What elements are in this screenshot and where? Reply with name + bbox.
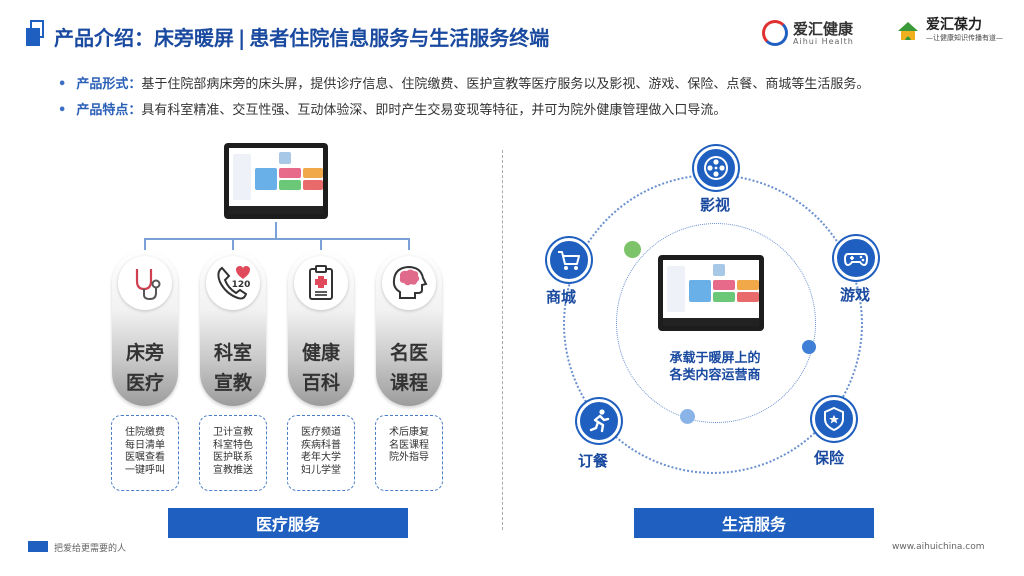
bracket-tick: [144, 238, 146, 252]
pill-line: 百科: [301, 372, 340, 394]
center-caption-line: 承载于暖屏上的: [669, 351, 761, 366]
list-item: 宣教推送: [213, 464, 253, 476]
list-item: 院外指导: [389, 452, 429, 463]
center-caption: 承载于暖屏上的 各类内容运营商: [640, 350, 790, 384]
title-separator: |: [238, 26, 246, 50]
bullet-product-features: •产品特点：具有科室精准、交互性强、互动体验深、即时产生交易变现等特征，并可为院…: [58, 103, 727, 118]
pill-department-education: 120 科室宣教: [200, 250, 266, 406]
title-accent-block: [26, 28, 40, 46]
decor-dot-blue: [802, 340, 816, 354]
aihui-baoli-logo: 爱汇葆力 —让健康知识传播有道—: [896, 18, 1003, 43]
list-box-bedside-medical: 住院缴费 每日清单 医嘱查看 一键呼叫: [111, 415, 179, 491]
inner-ring: [616, 223, 816, 423]
section-divider: [502, 150, 503, 530]
list-item: 妇儿学堂: [301, 464, 341, 476]
title-subtitle: 患者住院信息服务与生活服务终端: [249, 26, 550, 50]
bullet-label: 产品特点：: [76, 103, 142, 118]
list-item: 医护联系: [213, 452, 253, 463]
medical-clipboard-icon: [294, 256, 348, 310]
list-box-health-encyclopedia: 医疗频道 疾病科普 老年大学 妇儿学堂: [287, 415, 355, 491]
bullet-text: 基于住院部病床旁的床头屏，提供诊疗信息、住院缴费、医护宣教等医疗服务以及影视、游…: [141, 77, 870, 92]
list-item: 住院缴费: [125, 427, 165, 438]
logo1-name: 爱汇健康: [793, 19, 854, 38]
film-reel-icon: [694, 146, 738, 190]
shield-icon: [812, 397, 856, 441]
pill-line: 课程: [389, 372, 428, 394]
list-item: 卫计宣教: [213, 427, 253, 438]
bracket-stem: [275, 222, 277, 238]
footer-slogan: 把爱给更需要的人: [54, 544, 127, 554]
house-leaf-logo-icon: [898, 21, 918, 40]
pill-bedside-medical: 床旁医疗: [112, 250, 178, 406]
phone-120-icon: 120: [206, 256, 260, 310]
list-item: 一键呼叫: [125, 464, 165, 476]
list-item: 每日清单: [125, 439, 165, 451]
stethoscope-icon: [118, 256, 172, 310]
pill-line: 宣教: [213, 372, 252, 394]
decor-dot-light-blue: [680, 409, 695, 424]
bracket-tick: [232, 238, 234, 252]
pill-line: 科室: [213, 342, 252, 364]
decor-dot-green: [624, 241, 641, 258]
title-main: 产品介绍：床旁暖屏: [54, 26, 234, 50]
bracket-tick: [320, 238, 322, 252]
cart-icon: [547, 238, 591, 282]
logo1-english: Aihui Health: [793, 36, 854, 46]
bedside-screen-image: [224, 143, 328, 219]
bullet-label: 产品形式：: [76, 77, 142, 92]
gamepad-icon: [834, 236, 878, 280]
life-service-label: 生活服务: [634, 508, 874, 538]
bullet-text: 具有科室精准、交互性强、互动体验深、即时产生交易变现等特征，并可为院外健康管理做…: [141, 103, 727, 118]
medical-service-label: 医疗服务: [168, 508, 408, 538]
logo2-name: 爱汇葆力: [926, 17, 982, 33]
list-item: 疾病科普: [301, 439, 341, 451]
node-label-movies: 影视: [700, 196, 731, 214]
pill-line: 健康: [301, 342, 340, 364]
list-item: 术后康复: [389, 427, 429, 438]
aihui-logo-mark-icon: [762, 20, 788, 46]
footer-accent: [28, 541, 48, 552]
bracket-tick: [408, 238, 410, 252]
badge-120: 120: [232, 280, 251, 290]
node-label-mall: 商城: [546, 288, 577, 306]
bedside-screen-center-image: [658, 255, 764, 331]
list-box-department-education: 卫计宣教 科室特色 医护联系 宣教推送: [199, 415, 267, 491]
brain-head-icon: [382, 256, 436, 310]
runner-icon: [577, 399, 621, 443]
list-item: 科室特色: [213, 439, 253, 451]
list-item: 医嘱查看: [125, 452, 165, 463]
pill-line: 名医: [389, 342, 428, 364]
bullet-product-form: •产品形式：基于住院部病床旁的床头屏，提供诊疗信息、住院缴费、医护宣教等医疗服务…: [58, 77, 870, 92]
footer-url: www.aihuichina.com: [892, 542, 985, 552]
pill-famous-doctor-course: 名医课程: [376, 250, 442, 406]
list-box-famous-doctor-course: 术后康复 名医课程 院外指导: [375, 415, 443, 491]
bracket-bar: [144, 238, 410, 240]
list-item: 医疗频道: [301, 427, 341, 438]
list-item: 名医课程: [389, 439, 429, 451]
pill-health-encyclopedia: 健康百科: [288, 250, 354, 406]
logo2-tagline: —让健康知识传播有道—: [926, 34, 1003, 42]
node-label-games: 游戏: [840, 286, 871, 304]
page-title: 产品介绍：床旁暖屏|患者住院信息服务与生活服务终端: [54, 22, 549, 51]
center-caption-line: 各类内容运营商: [669, 368, 761, 383]
pill-line: 医疗: [125, 372, 164, 394]
node-label-meal-order: 订餐: [578, 452, 609, 470]
node-label-insurance: 保险: [814, 449, 845, 467]
aihui-health-logo: 爱汇健康 Aihui Health: [762, 20, 854, 46]
list-item: 老年大学: [301, 452, 341, 463]
pill-line: 床旁: [125, 342, 164, 364]
